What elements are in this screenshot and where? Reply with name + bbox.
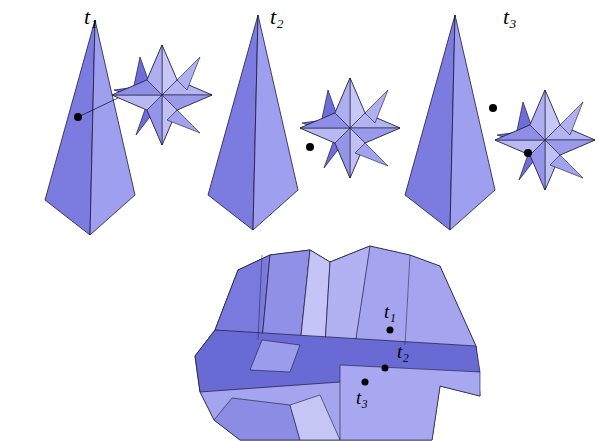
point-label: t₁ xyxy=(384,302,396,321)
point-label: t₃ xyxy=(356,388,368,407)
panel-label: t₁ xyxy=(84,6,98,28)
point-label: t₂ xyxy=(397,342,409,361)
panel-label: t₃ xyxy=(503,6,517,28)
panel-label: t₂ xyxy=(270,6,284,28)
